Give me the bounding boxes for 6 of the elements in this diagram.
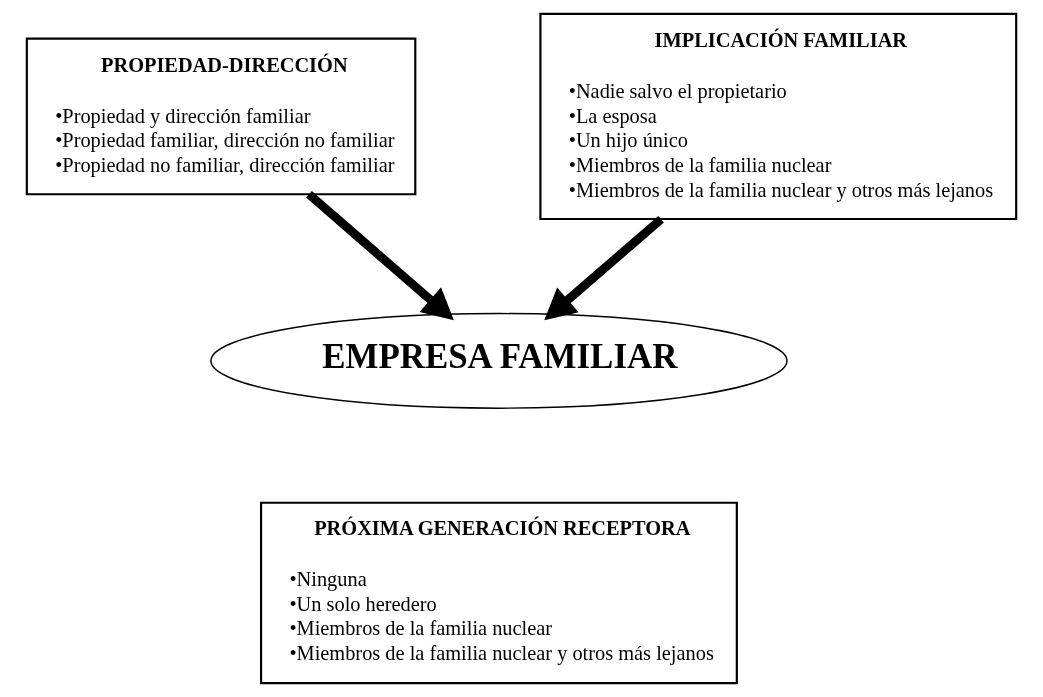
arrow xyxy=(544,215,664,321)
node-ellipse: EMPRESA FAMILIAR xyxy=(210,312,788,409)
node-box: PROPIEDAD-DIRECCIÓN •Propiedad y dirección familiar •Propiedad familiar, dirección no familiar •Propiedad no familiar, dirección familiar xyxy=(25,37,417,196)
arrow xyxy=(306,191,454,321)
node-box: IMPLICACIÓN FAMILIAR •Nadie salvo el propietario •La esposa •Un hijo único •Miembros de la familia nuclear •Miembros de la familia nuclear y otros más lejanos xyxy=(539,12,1018,221)
node-box: PRÓXIMA GENERACIÓN RECEPTORA •Ninguna •Un solo heredero •Miembros de la familia nuclear •Miembros de la familia nuclear y otros más lejanos xyxy=(260,501,738,685)
